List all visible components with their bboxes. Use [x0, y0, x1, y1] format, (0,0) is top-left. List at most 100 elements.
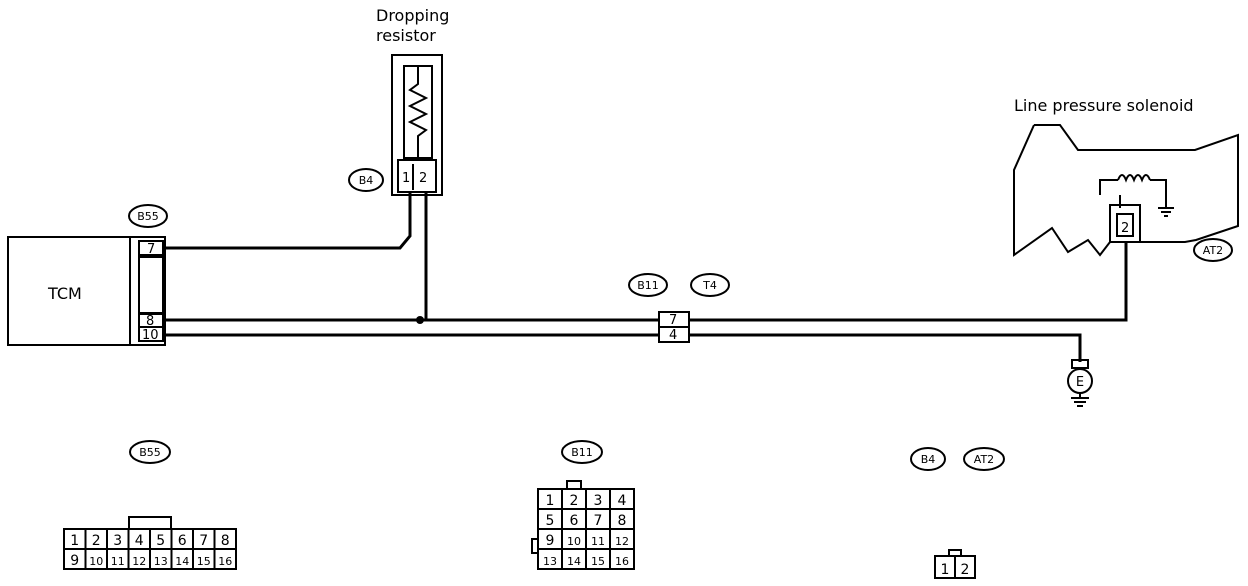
connector-tag-b55-top: B55	[128, 204, 168, 228]
svg-text:5: 5	[156, 533, 165, 549]
svg-text:2: 2	[92, 533, 101, 549]
b55-pin-9: 9	[63, 548, 87, 570]
ground-icon: E	[1067, 359, 1093, 407]
b11-pin-13: 13	[537, 548, 563, 570]
svg-text:9: 9	[70, 553, 79, 569]
svg-text:1: 1	[402, 171, 410, 186]
svg-text:AT2: AT2	[1203, 244, 1223, 257]
svg-text:16: 16	[615, 555, 629, 568]
b55-pin-5: 5	[149, 528, 173, 550]
svg-text:7: 7	[669, 313, 677, 328]
b55-pin-4: 4	[127, 528, 151, 550]
svg-text:B11: B11	[637, 279, 659, 292]
connector-tag-b11-bottom: B11	[561, 440, 603, 464]
svg-text:TCM: TCM	[47, 284, 82, 303]
b4-resistor-connector: 1 2	[402, 164, 427, 190]
svg-text:4: 4	[618, 493, 627, 509]
svg-text:8: 8	[618, 513, 627, 529]
svg-text:2: 2	[961, 562, 970, 578]
svg-text:B4: B4	[921, 453, 936, 466]
svg-text:1: 1	[941, 562, 950, 578]
b4-at2-pin-2: 2	[954, 555, 976, 579]
svg-text:14: 14	[175, 555, 189, 568]
b55-pin-7: 7	[192, 528, 216, 550]
b11-pin-4: 4	[609, 488, 635, 510]
b55-pin-6: 6	[170, 528, 194, 550]
b4-at2-pin-1: 1	[934, 555, 956, 579]
connector-tag-t4-top: T4	[690, 273, 730, 297]
svg-text:4: 4	[135, 533, 144, 549]
b11-pin-3: 3	[585, 488, 611, 510]
b11-pin-2: 2	[561, 488, 587, 510]
svg-text:8: 8	[146, 314, 154, 329]
tcm-module: TCM 7 8 10	[7, 236, 166, 346]
svg-text:14: 14	[567, 555, 581, 568]
connector-tag-at2-top: AT2	[1193, 238, 1233, 262]
line-pressure-solenoid-label: Line pressure solenoid	[1014, 96, 1194, 115]
svg-text:B55: B55	[137, 210, 159, 223]
svg-text:1: 1	[70, 533, 79, 549]
svg-text:12: 12	[132, 555, 146, 568]
b55-pin-1: 1	[63, 528, 87, 550]
b11-pin-6: 6	[561, 508, 587, 530]
b11-pin-11: 11	[585, 528, 611, 550]
b55-pin-13: 13	[149, 548, 173, 570]
dropping-resistor-label-line1: Dropping	[376, 6, 449, 25]
svg-text:B11: B11	[571, 446, 593, 459]
b55-pin-11: 11	[106, 548, 130, 570]
svg-text:B4: B4	[359, 174, 374, 187]
dropping-resistor-label-line2: resistor	[376, 26, 436, 45]
connector-tag-b55-bottom: B55	[129, 440, 171, 464]
svg-text:7: 7	[594, 513, 603, 529]
b55-pin-15: 15	[192, 548, 216, 570]
wire-harness	[163, 192, 1128, 362]
b55-pin-3: 3	[106, 528, 130, 550]
dropping-resistor	[391, 54, 443, 196]
svg-text:6: 6	[178, 533, 187, 549]
line-pressure-solenoid: 2	[1013, 124, 1239, 257]
svg-text:2: 2	[570, 493, 579, 509]
svg-text:13: 13	[154, 555, 168, 568]
svg-text:15: 15	[591, 555, 605, 568]
b55-pin-16: 16	[213, 548, 237, 570]
b11-pin-10: 10	[561, 528, 587, 550]
b55-pin-2: 2	[84, 528, 108, 550]
b55-pin-10: 10	[84, 548, 108, 570]
svg-text:10: 10	[567, 535, 581, 548]
b55-pin-12: 12	[127, 548, 151, 570]
connector-tag-b4-top: B4	[348, 168, 384, 192]
b11-pin-1: 1	[537, 488, 563, 510]
svg-text:10: 10	[89, 555, 103, 568]
svg-text:3: 3	[594, 493, 603, 509]
svg-text:10: 10	[142, 328, 159, 343]
svg-text:1: 1	[546, 493, 555, 509]
svg-text:5: 5	[546, 513, 555, 529]
connector-tag-b11-top: B11	[628, 273, 668, 297]
b11-pin-16: 16	[609, 548, 635, 570]
svg-text:2: 2	[1121, 221, 1129, 236]
svg-text:2: 2	[419, 171, 427, 186]
b11-pin-12: 12	[609, 528, 635, 550]
svg-text:12: 12	[615, 535, 629, 548]
connector-tag-at2-bottom: AT2	[963, 447, 1005, 471]
svg-text:7: 7	[199, 533, 208, 549]
b11-pin-9: 9	[537, 528, 563, 550]
b11-pin-5: 5	[537, 508, 563, 530]
b11-pin-14: 14	[561, 548, 587, 570]
b55-pin-8: 8	[213, 528, 237, 550]
svg-text:3: 3	[113, 533, 122, 549]
svg-text:6: 6	[570, 513, 579, 529]
svg-text:13: 13	[543, 555, 557, 568]
svg-text:4: 4	[669, 328, 677, 343]
b11-pin-15: 15	[585, 548, 611, 570]
b11-pin-7: 7	[585, 508, 611, 530]
svg-text:8: 8	[221, 533, 230, 549]
b11-t4-inline-connector: 7 4	[658, 311, 690, 343]
b11-pin-8: 8	[609, 508, 635, 530]
svg-text:16: 16	[218, 555, 232, 568]
connector-tag-b4-bottom: B4	[910, 447, 946, 471]
